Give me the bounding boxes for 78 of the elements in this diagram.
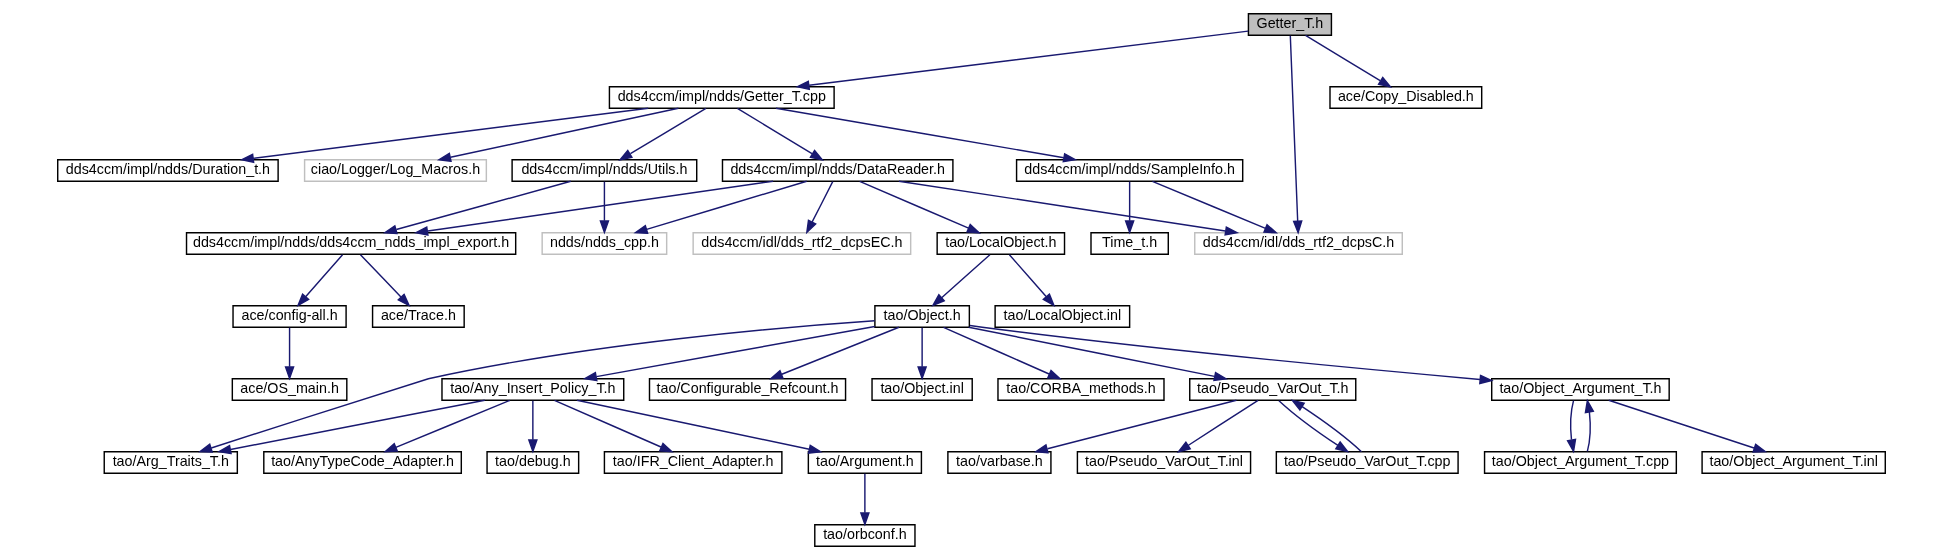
arrow — [618, 107, 707, 161]
arrow — [413, 180, 774, 236]
node-box: tao/Any_Insert_Policy_T.h — [441, 378, 625, 401]
arrow — [795, 30, 1249, 91]
node-box: tao/Object_Argument_T.h — [1491, 378, 1670, 401]
arrow — [969, 324, 1494, 385]
arrow — [527, 399, 538, 454]
arrow — [942, 326, 1062, 380]
arrow — [216, 399, 486, 455]
arrow — [1033, 399, 1238, 454]
node-box: tao/Pseudo_VarOut_T.cpp — [1275, 451, 1459, 474]
arrow — [917, 326, 928, 381]
arrow — [967, 326, 1229, 382]
node-box: tao/LocalObject.inl — [994, 305, 1131, 328]
node-box: dds4ccm/impl/ndds/SampleInfo.h — [1015, 159, 1244, 182]
node-box: ace/Copy_Disabled.h — [1329, 86, 1483, 109]
node-box: tao/Argument.h — [807, 451, 923, 474]
arrow — [198, 320, 876, 453]
arrow — [1151, 180, 1279, 234]
node-box: dds4ccm/impl/ndds/dds4ccm_ndds_impl_export.h — [185, 232, 517, 255]
arrow — [359, 253, 411, 307]
arrow — [576, 399, 823, 455]
node-box: tao/LocalObject.h — [936, 232, 1066, 255]
node-box: tao/Object_Argument_T.cpp — [1483, 451, 1678, 474]
arrow — [1278, 399, 1350, 453]
arrow — [859, 472, 870, 527]
node-box: tao/IFR_Client_Adapter.h — [603, 451, 783, 474]
node-box: dds4ccm/impl/ndds/Utils.h — [511, 159, 698, 182]
arrow — [1304, 34, 1393, 88]
arrow — [633, 180, 808, 234]
arrow — [382, 180, 572, 235]
node-box: ace/Trace.h — [371, 305, 465, 328]
arrow — [1176, 399, 1259, 453]
arrow — [736, 107, 825, 161]
arrow — [805, 181, 834, 235]
arrow — [383, 399, 511, 453]
arrow — [599, 181, 610, 235]
node-box: dds4ccm/impl/ndds/DataReader.h — [721, 159, 954, 182]
arrow — [898, 180, 1240, 236]
arrow — [582, 325, 876, 382]
node-box: tao/Object.h — [874, 305, 971, 328]
node-box: ndds/ndds_cpp.h — [541, 232, 668, 255]
node-box: tao/Pseudo_VarOut_T.h — [1189, 378, 1357, 401]
arrow — [436, 107, 680, 163]
arrow — [239, 107, 649, 164]
node-box: dds4ccm/idl/dds_rtf2_dcpsC.h — [1194, 232, 1403, 255]
node-box: Time_t.h — [1090, 232, 1169, 255]
node-box: tao/varbase.h — [947, 451, 1052, 474]
node-box: tao/Object_Argument_T.inl — [1701, 451, 1886, 474]
arrow — [1124, 181, 1135, 235]
arrow — [931, 253, 991, 307]
arrow — [296, 253, 344, 307]
node-box: tao/AnyTypeCode_Adapter.h — [263, 451, 462, 474]
arrow — [1608, 399, 1768, 453]
arrow — [1008, 253, 1056, 307]
node-box: dds4ccm/idl/dds_rtf2_dcpsEC.h — [692, 232, 912, 255]
node-box: ciao/Logger/Log_Macros.h — [303, 159, 488, 182]
node-box: ace/config-all.h — [232, 305, 347, 328]
node-box: tao/Object.inl — [871, 378, 973, 401]
node-box: tao/Pseudo_VarOut_T.inl — [1076, 451, 1252, 474]
node-box: Getter_T.h — [1247, 13, 1333, 36]
arrow — [1289, 35, 1303, 235]
arrow — [553, 399, 674, 453]
node-box: dds4ccm/impl/ndds/Getter_T.cpp — [608, 86, 835, 109]
node-box: tao/Arg_Traits_T.h — [103, 451, 239, 474]
node-box: tao/debug.h — [486, 451, 580, 474]
node-box: tao/orbconf.h — [814, 524, 916, 547]
node-box: dds4ccm/impl/ndds/Duration_t.h — [57, 159, 279, 182]
node-box: tao/CORBA_methods.h — [997, 378, 1165, 401]
node-box: ace/OS_main.h — [231, 378, 348, 401]
arrow — [775, 107, 1078, 163]
arrow — [284, 326, 295, 381]
node-box: tao/Configurable_Refcount.h — [648, 378, 847, 401]
arrow — [768, 326, 900, 380]
arrow — [1290, 399, 1363, 453]
arrow — [1566, 399, 1577, 454]
arrow — [1584, 398, 1595, 453]
arrow — [858, 180, 982, 234]
